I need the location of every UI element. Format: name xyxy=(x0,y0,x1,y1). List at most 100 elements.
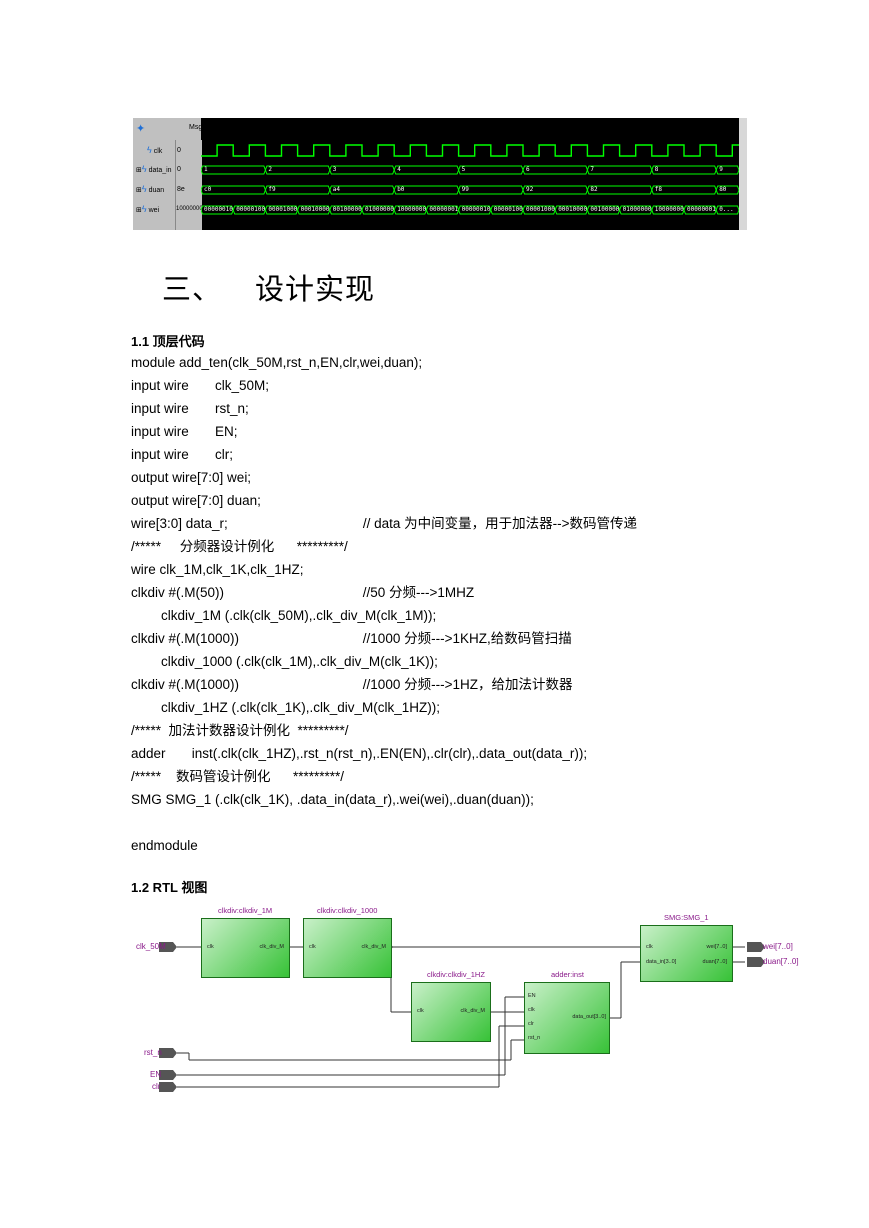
wei-value-label: 10000000 xyxy=(397,206,427,213)
block-adder[interactable]: EN clk clr rst_n data_out[3..0] xyxy=(524,982,610,1054)
waveform-plot xyxy=(201,144,739,215)
section-title: 设计实现 xyxy=(255,272,376,306)
code-line: wire[3:0] data_r; // data 为中间变量，用于加法器-->… xyxy=(131,516,637,531)
block-smg[interactable]: clk data_in[3..0] wei[7..0] duan[7..0] xyxy=(640,925,733,982)
code-line: output wire[7:0] wei; xyxy=(131,470,252,485)
wei-bus-segment xyxy=(554,205,588,215)
block-name-clkdiv-1m: clkdiv:clkdiv_1M xyxy=(218,906,273,915)
data-in-bus-segment xyxy=(201,165,266,175)
code-line: clkdiv_1HZ (.clk(clk_1K),.clk_div_M(clk_… xyxy=(131,700,441,715)
clk-waveform xyxy=(201,144,739,157)
section-heading: 三、设计实现 xyxy=(162,266,375,308)
wei-bus-segment xyxy=(683,205,717,215)
subsection-rtl-view: 1.2 RTL 视图 xyxy=(131,880,208,895)
wave-tool-icon[interactable]: ✦ xyxy=(136,123,146,135)
block-name-clkdiv-1000: clkdiv:clkdiv_1000 xyxy=(317,906,378,915)
block-clkdiv-1m[interactable]: clk clk_div_M xyxy=(201,918,290,978)
code-line: output wire[7:0] duan; xyxy=(131,493,261,508)
code-block: module add_ten(clk_50M,rst_n,EN,clr,wei,… xyxy=(131,351,637,857)
code-line: clkdiv #(.M(1000)) //1000 分频--->1HZ，给加法计… xyxy=(131,677,573,692)
data_in-value-label: 3 xyxy=(332,166,337,173)
rtl-wires xyxy=(159,942,765,1092)
code-line: clkdiv #(.M(50)) //50 分频--->1MHZ xyxy=(131,585,475,600)
duan-value-label: a4 xyxy=(332,186,341,193)
data-in-bus-segment xyxy=(393,165,460,175)
waveform-toolbar: ✦ Msgs xyxy=(133,118,206,141)
signal-row-data-in[interactable]: ⊞ϟ data_in xyxy=(136,164,172,174)
wei-value-label: 00001000 xyxy=(268,206,298,213)
code-line: clkdiv_1M (.clk(clk_50M),.clk_div_M(clk_… xyxy=(131,608,437,623)
pin-en: EN xyxy=(150,1070,162,1079)
code-line: clkdiv #(.M(1000)) //1000 分频--->1KHZ,给数码… xyxy=(131,631,572,646)
code-line: /***** 加法计数器设计例化 *********/ xyxy=(131,723,349,738)
duan-bus-segment xyxy=(715,185,739,195)
code-line: /***** 分频器设计例化 *********/ xyxy=(131,539,348,554)
block-name-smg: SMG:SMG_1 xyxy=(664,913,709,922)
duan-value: 8e xyxy=(177,186,185,193)
code-line: clkdiv_1000 (.clk(clk_1M),.clk_div_M(clk… xyxy=(131,654,438,669)
data-in-bus-segment xyxy=(458,165,524,175)
block-name-clkdiv-1hz: clkdiv:clkdiv_1HZ xyxy=(427,970,485,979)
signal-row-clk[interactable]: ϟ clk xyxy=(147,145,163,155)
data_in-value-label: 6 xyxy=(526,166,530,173)
wei-value-label: 00000001 xyxy=(687,206,716,213)
signal-bolt-icon: ϟ xyxy=(141,184,147,194)
signal-row-wei[interactable]: ⊞ϟ wei xyxy=(136,204,160,214)
pin-clk-50m: clk_50M xyxy=(136,942,166,951)
waveform-viewer: ✦ Msgs ϟ clk ⊞ϟ data_in ⊞ϟ duan ⊞ϟ wei 0… xyxy=(133,118,747,230)
wei-value-label: 01000000 xyxy=(622,206,652,213)
pin-clr: clr xyxy=(152,1082,161,1091)
signal-value-panel: 0 0 8e 10000000 xyxy=(175,140,203,230)
code-line: input wire EN; xyxy=(131,424,238,439)
wei-bus-segment xyxy=(715,205,739,215)
wei-bus-segment xyxy=(361,205,395,215)
signal-name-panel: ϟ clk ⊞ϟ data_in ⊞ϟ duan ⊞ϟ wei xyxy=(133,140,175,230)
duan-value-label: 82 xyxy=(590,186,598,193)
code-line: module add_ten(clk_50M,rst_n,EN,clr,wei,… xyxy=(131,355,423,370)
duan-bus-segment xyxy=(201,185,266,195)
waveform-scrollbar[interactable] xyxy=(739,118,747,230)
code-line: input wire clr; xyxy=(131,447,234,462)
msgs-header: Msgs xyxy=(189,124,206,131)
duan-bus-segment xyxy=(586,185,653,195)
wei-bus-segment xyxy=(297,205,331,215)
data-in-bus-segment xyxy=(264,165,331,175)
block-clkdiv-1hz[interactable]: clk clk_div_M xyxy=(411,982,491,1042)
block-name-adder: adder:inst xyxy=(551,970,584,979)
pin-rst-n: rst_n xyxy=(144,1048,162,1057)
wei-bus-segment xyxy=(329,205,363,215)
data_in-value-label: 2 xyxy=(268,166,273,173)
data-in-bus-segment xyxy=(522,165,588,175)
wei-value: 10000000 xyxy=(176,206,203,212)
wei-value-label: 00000010 xyxy=(461,206,491,213)
wei-value-label: 00000001 xyxy=(429,206,459,213)
data_in-value-label: 9 xyxy=(719,166,723,173)
duan-bus-segment xyxy=(458,185,524,195)
wei-bus-segment xyxy=(264,205,299,215)
wei-value-label: 10000000 xyxy=(654,206,684,213)
wei-bus-segment xyxy=(522,205,556,215)
wei-value-label: 00000100 xyxy=(493,206,523,213)
duan-bus-segment xyxy=(329,185,395,195)
pin-wei: wei[7..0] xyxy=(763,942,793,951)
data-in-bus-segment xyxy=(651,165,717,175)
wei-bus-segment xyxy=(232,205,266,215)
wei-bus-segment xyxy=(651,205,685,215)
block-clkdiv-1000[interactable]: clk clk_div_M xyxy=(303,918,392,978)
wei-bus-segment xyxy=(201,205,234,215)
code-line: endmodule xyxy=(131,838,198,853)
data_in-value-label: 5 xyxy=(461,166,466,173)
code-line: input wire clk_50M; xyxy=(131,378,270,393)
wei-bus-segment xyxy=(490,205,524,215)
wei-bus-segment xyxy=(425,205,460,215)
wei-value-label: 01000000 xyxy=(365,206,394,213)
code-line: /***** 数码管设计例化 *********/ xyxy=(131,769,345,784)
duan-bus-segment xyxy=(393,185,460,195)
duan-value-label: b0 xyxy=(397,186,405,193)
wei-bus-segment xyxy=(619,205,653,215)
duan-value-label: 80 xyxy=(719,186,727,193)
duan-value-label: 99 xyxy=(461,186,469,193)
clk-value: 0 xyxy=(177,147,181,154)
wei-value-label: 00000100 xyxy=(236,206,266,213)
signal-row-duan[interactable]: ⊞ϟ duan xyxy=(136,184,165,194)
